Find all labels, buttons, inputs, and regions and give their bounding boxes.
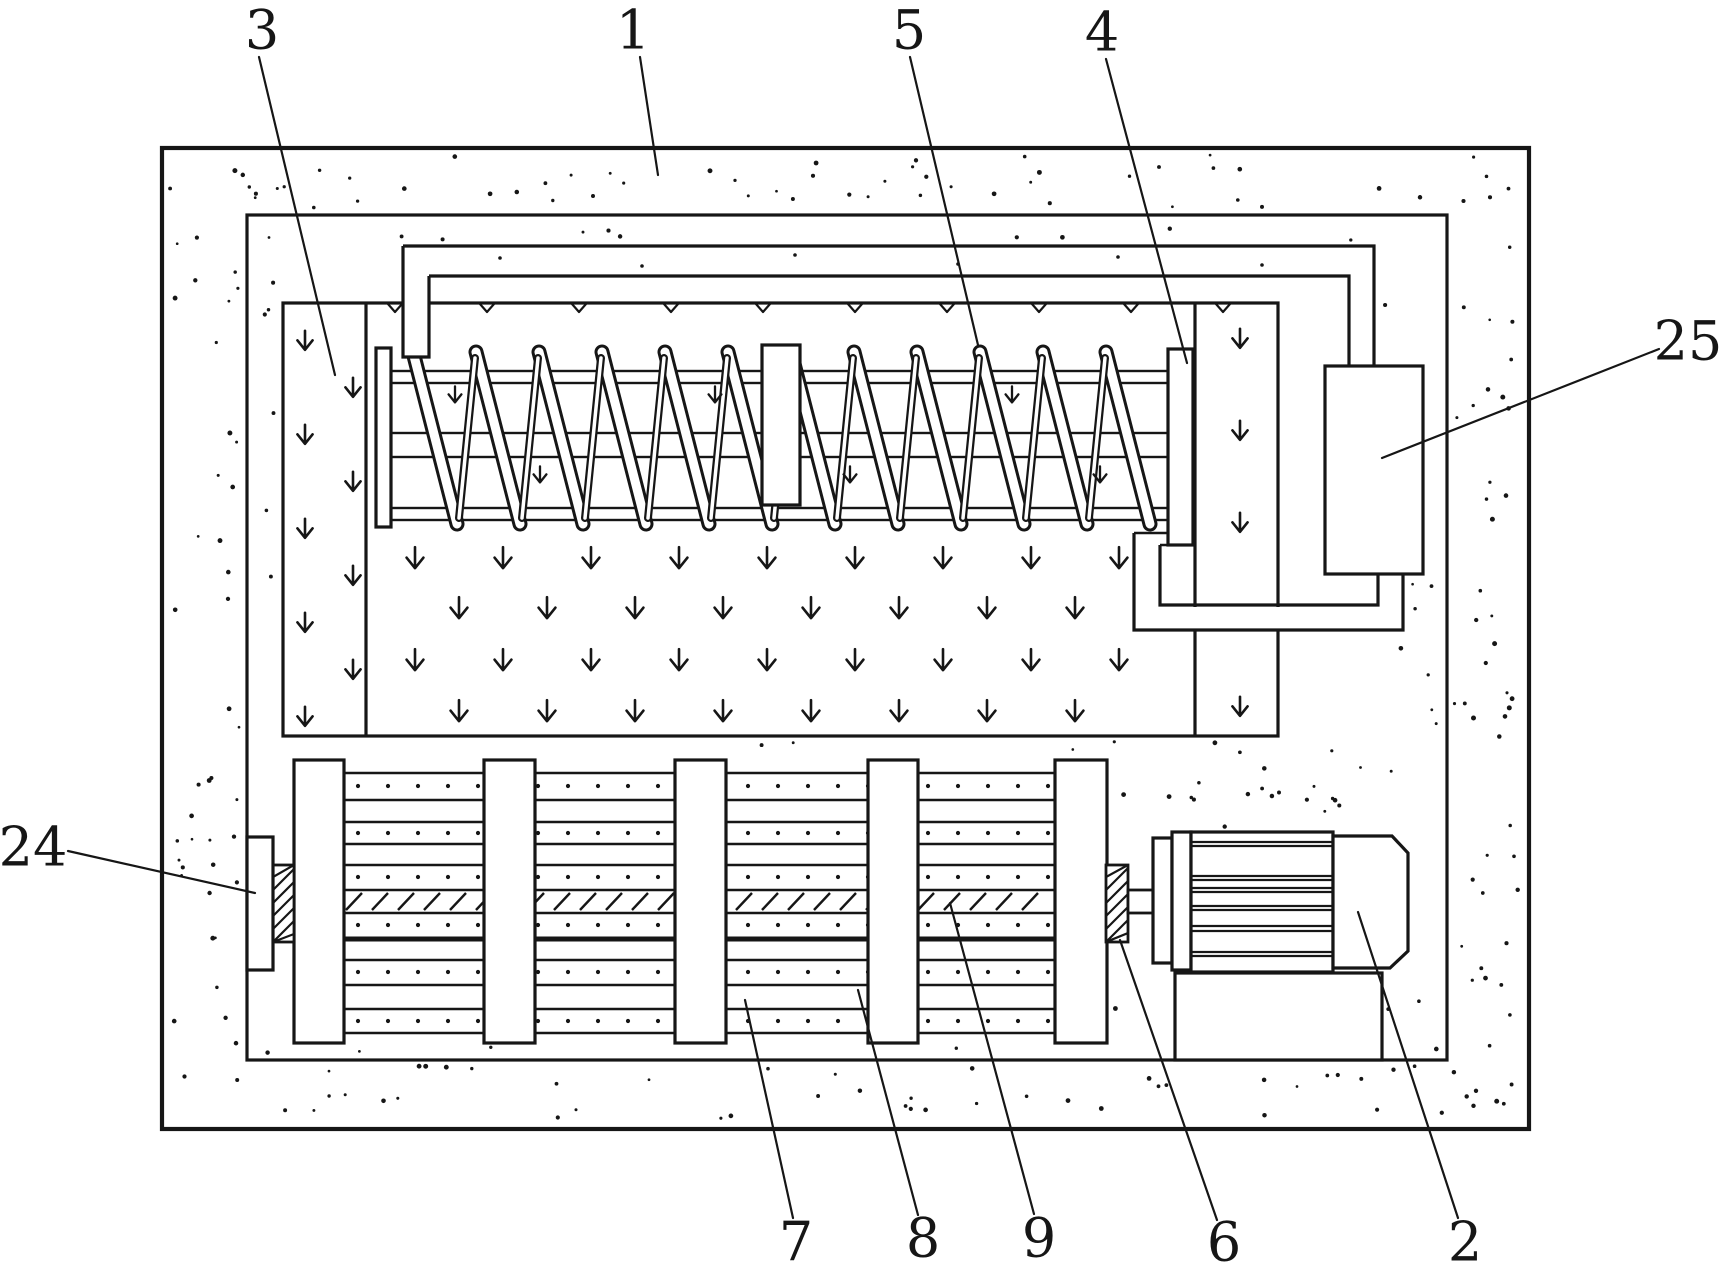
drive-motor [1151, 830, 1410, 1062]
ref-label-5: 5 [892, 0, 926, 62]
ref-label-4: 4 [1085, 1, 1119, 64]
ref-label-8: 8 [906, 1207, 940, 1270]
screw-flights [405, 344, 1158, 532]
circulation-duct [401, 244, 1425, 632]
airflow-arrows [296, 302, 1249, 728]
stipple-inner-margins [262, 226, 1439, 1055]
inner-housing [245, 213, 1449, 1062]
shaft-coupling [1104, 863, 1130, 944]
shaft-stub-left [271, 863, 296, 944]
leader-line-1 [638, 55, 660, 177]
inlet-tube-mask [404, 247, 428, 356]
screw-center-hanger [760, 343, 802, 507]
ref-label-24: 24 [0, 816, 67, 879]
leader-line-6 [1118, 938, 1219, 1222]
leader-line-9 [948, 901, 1036, 1216]
support-plate-2 [482, 758, 537, 1045]
return-duct-outer [1132, 533, 1405, 632]
motor-cooling-fins [1192, 840, 1332, 958]
leader-line-24 [66, 849, 257, 895]
screw-left-bearing-block [374, 346, 393, 529]
leader-line-8 [856, 988, 920, 1217]
motor-body [1189, 830, 1335, 974]
motor-flange-front [1151, 836, 1174, 965]
heat-exchanger-box [1323, 364, 1425, 576]
screw-right-bearing-block [1166, 347, 1195, 547]
leader-line-5 [908, 55, 980, 347]
leader-line-2 [1356, 910, 1460, 1220]
ref-label-7: 7 [779, 1211, 813, 1273]
support-plate-1 [292, 758, 346, 1045]
return-duct-inner [1158, 545, 1380, 607]
leader-line-3 [257, 55, 337, 377]
ref-label-3: 3 [245, 0, 279, 62]
screw-conveyor [374, 343, 1195, 547]
motor-flange-rear [1170, 830, 1193, 972]
leader-line-4 [1104, 57, 1189, 365]
leader-lines [66, 55, 1661, 1222]
return-duct-joint [1134, 531, 1168, 547]
ref-label-2: 2 [1448, 1211, 1482, 1273]
support-plate-4 [866, 758, 920, 1045]
motor-shaft-link [1126, 888, 1155, 915]
ref-label-25: 25 [1654, 310, 1723, 373]
duct-stipple [498, 253, 1264, 268]
screw-zone-arrows [447, 385, 1108, 484]
inlet-tube [401, 246, 431, 359]
roller-assembly [245, 758, 1155, 1045]
top-duct-outer [403, 244, 1376, 366]
return-duct-mask [1136, 607, 1402, 629]
ref-label-6: 6 [1207, 1211, 1241, 1273]
outer-frame [159, 145, 1532, 1132]
support-plate-5 [1053, 758, 1109, 1045]
ref-label-1: 1 [616, 0, 650, 62]
leader-line-7 [743, 998, 795, 1220]
chamber-box [281, 301, 1280, 738]
drying-chamber [281, 301, 1280, 738]
motor-end-cap [1331, 834, 1410, 970]
screw-rail-bottom [388, 506, 1170, 522]
ref-label-9: 9 [1022, 1207, 1056, 1270]
top-duct-inner [429, 274, 1351, 366]
end-bearing-block-24 [245, 835, 275, 972]
motor-base [1173, 971, 1384, 1062]
support-plate-3 [673, 758, 728, 1045]
leader-line-25 [1380, 347, 1661, 460]
stipple-outer-frame-band [168, 153, 1520, 1120]
